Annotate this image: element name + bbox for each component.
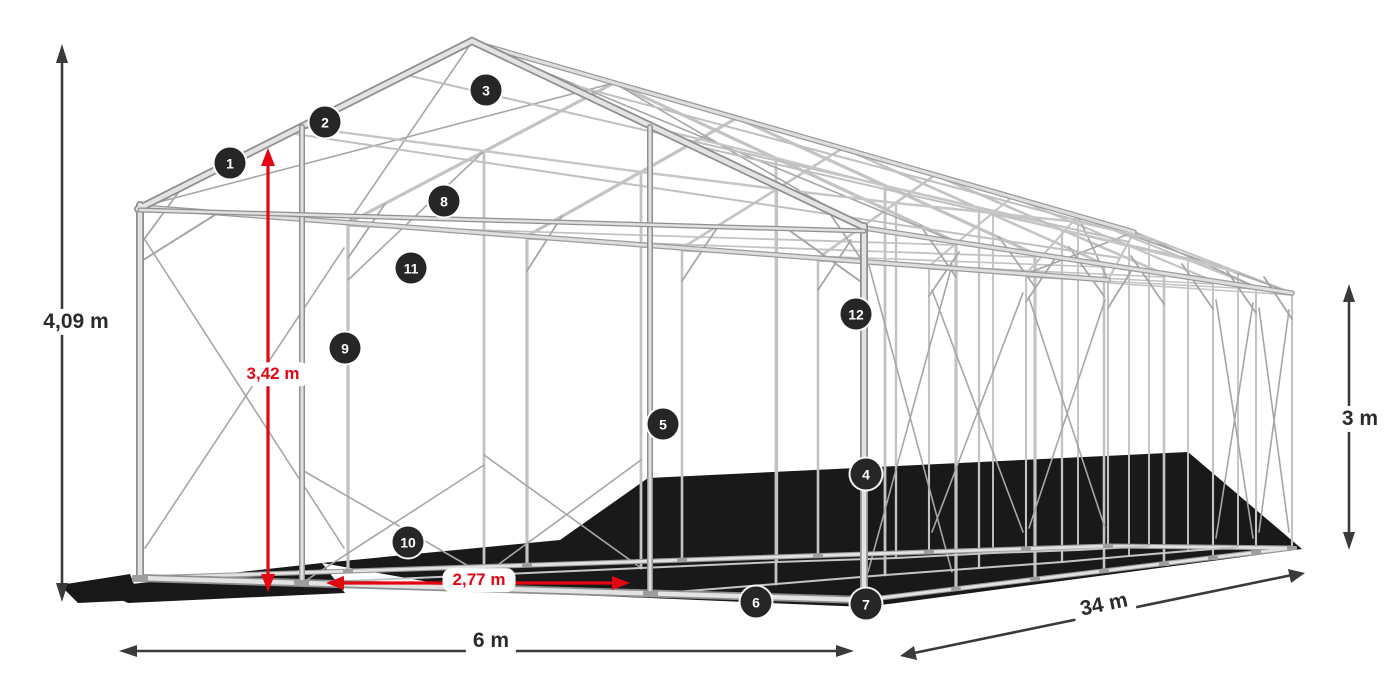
dimension-label-side-height: 3 m bbox=[1334, 405, 1386, 433]
dimension-label-inner-width: 2,77 m bbox=[442, 568, 516, 592]
dimension-label-inner-height: 3,42 m bbox=[236, 362, 310, 386]
part-marker-10: 10 bbox=[392, 526, 424, 558]
part-marker-9: 9 bbox=[329, 332, 361, 364]
diagonal-braces bbox=[139, 41, 1293, 584]
part-marker-6: 6 bbox=[740, 586, 772, 618]
part-marker-8: 8 bbox=[428, 185, 460, 217]
part-marker-2: 2 bbox=[309, 106, 341, 138]
part-marker-3: 3 bbox=[470, 74, 502, 106]
part-marker-12: 12 bbox=[840, 298, 872, 330]
part-marker-7: 7 bbox=[850, 588, 882, 620]
part-marker-11: 11 bbox=[395, 252, 427, 284]
front-gable-frame bbox=[134, 36, 868, 604]
part-marker-4: 4 bbox=[850, 458, 882, 490]
dimension-label-overall-height: 4,09 m bbox=[36, 308, 116, 336]
part-marker-5: 5 bbox=[647, 408, 679, 440]
dimension-label-width: 6 m bbox=[465, 627, 517, 655]
dimension-arrows bbox=[56, 44, 1355, 660]
part-marker-1: 1 bbox=[214, 147, 246, 179]
